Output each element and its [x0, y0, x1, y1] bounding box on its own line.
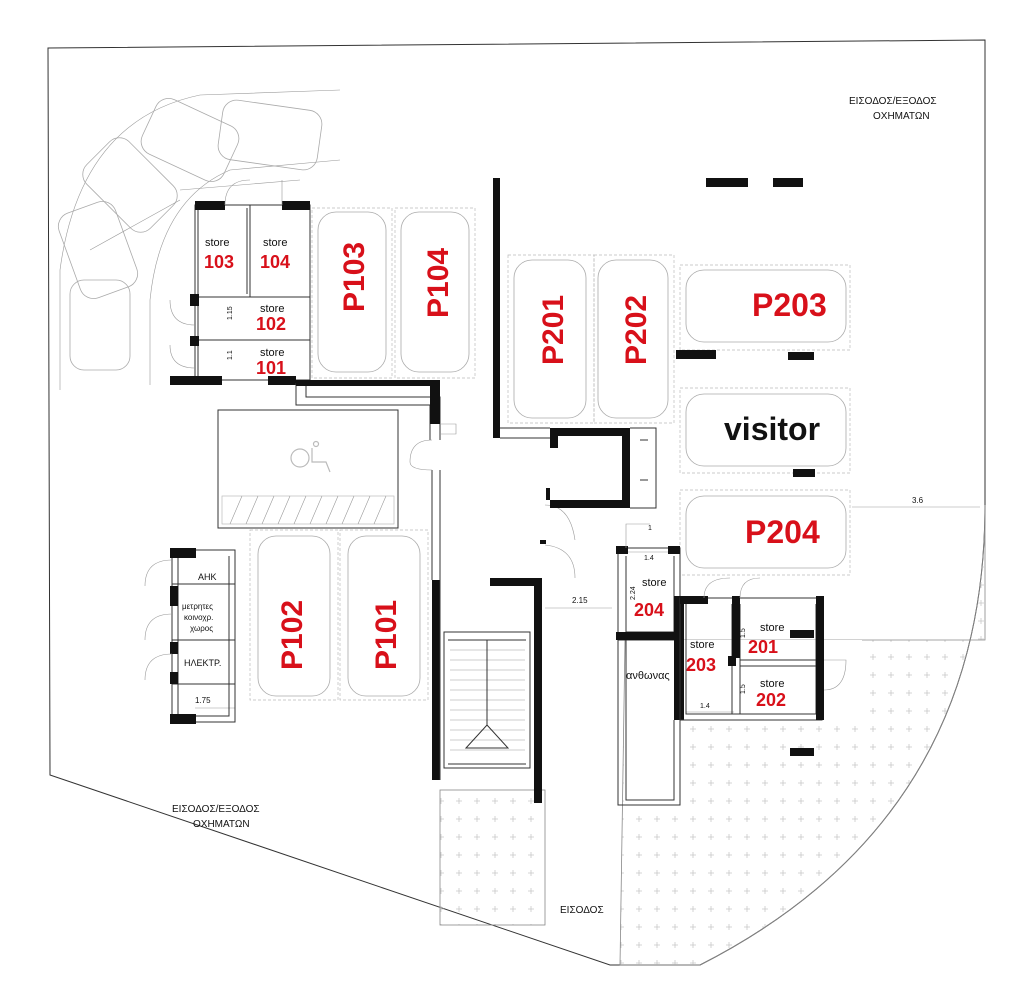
room-ahk: ΑΗΚ	[198, 572, 217, 582]
wall-dash-5	[793, 469, 815, 477]
vehicle-entrance-bottom-2: ΟΧΗΜΑΤΩΝ	[193, 819, 250, 830]
central-core	[409, 178, 576, 803]
bay-p203	[679, 264, 851, 351]
store-103-num: 103	[204, 252, 234, 272]
store-block-top	[169, 179, 311, 385]
parking-p102: P102	[276, 600, 309, 670]
car-p202	[597, 259, 669, 419]
parking-p103: P103	[338, 242, 371, 312]
store-202-word: store	[760, 678, 784, 690]
wall-dash-6	[790, 630, 814, 638]
room-garden: ανθωνας	[626, 670, 670, 682]
room-meters-3: χωρος	[190, 624, 213, 633]
dim-1: 1	[648, 525, 652, 532]
paving-stair	[439, 789, 546, 926]
dim-1-5-b: 1.5	[740, 684, 747, 694]
paving-cover-2	[682, 640, 862, 720]
parking-visitor: visitor	[724, 411, 820, 447]
bay-p202	[593, 254, 675, 424]
paving-right	[619, 504, 986, 966]
parking-p203: P203	[752, 287, 827, 323]
store-201-num: 201	[748, 637, 778, 657]
corridor-wall	[295, 383, 441, 440]
bay-p102	[249, 529, 339, 701]
store-block-right	[616, 523, 847, 806]
accessible-hatch	[229, 495, 387, 525]
car-p102	[257, 535, 331, 697]
car-p104	[400, 211, 470, 373]
wall-dash-4	[788, 352, 814, 360]
dim-1-4-b: 1.4	[700, 703, 710, 710]
car-p203	[685, 269, 847, 343]
store-102-num: 102	[256, 314, 286, 334]
store-104-num: 104	[260, 252, 290, 272]
bay-p204	[679, 489, 851, 576]
parking-p104: P104	[422, 248, 455, 318]
dim-1-1: 1.1	[227, 350, 234, 360]
store-104-word: store	[263, 237, 287, 249]
bay-p101	[339, 529, 429, 701]
dim-1-4-a: 1.4	[644, 555, 654, 562]
store-103-word: store	[205, 237, 229, 249]
dim-3-6: 3.6	[912, 496, 924, 505]
store-102-word: store	[260, 303, 284, 315]
parking-p204: P204	[745, 514, 820, 550]
car-p101	[347, 535, 421, 697]
dim-1-5-a: 1.5	[740, 628, 747, 638]
store-201-word: store	[760, 622, 784, 634]
car-p201	[513, 259, 587, 419]
room-meters-2: κοινοχρ.	[184, 613, 213, 622]
room-meters-1: μετρητες	[182, 602, 213, 611]
car-visitor	[685, 393, 847, 467]
paving-cover	[626, 640, 682, 810]
vehicle-entrance-top-1: ΕΙΣΟΔΟΣ/ΕΞΟΔΟΣ	[849, 96, 937, 107]
wall-dash-1	[706, 178, 748, 187]
vehicle-entrance-bottom-1: ΕΙΣΟΔΟΣ/ΕΞΟΔΟΣ	[172, 804, 260, 815]
accessible-bay	[217, 409, 399, 529]
dim-1-15: 1.15	[227, 306, 234, 320]
store-204-word: store	[642, 577, 666, 589]
wheelchair-icon	[290, 440, 331, 473]
wall-dash-2	[773, 178, 803, 187]
dim-2-15: 2.15	[572, 596, 588, 605]
store-203-word: store	[690, 639, 714, 651]
store-101-word: store	[260, 347, 284, 359]
bay-p103	[311, 207, 393, 379]
store-202-num: 202	[756, 690, 786, 710]
bay-p104	[394, 207, 476, 379]
car-p103	[317, 211, 387, 373]
parking-p101: P101	[370, 600, 403, 670]
bay-visitor	[679, 387, 851, 474]
meter-rooms	[144, 548, 236, 724]
store-101-num: 101	[256, 358, 286, 378]
pedestrian-entrance: ΕΙΣΟΔΟΣ	[560, 905, 604, 916]
vehicle-entrance-top-2: ΟΧΗΜΑΤΩΝ	[873, 111, 930, 122]
dim-1-75: 1.75	[195, 696, 211, 705]
store-204-num: 204	[634, 600, 664, 620]
wall-dash-7	[790, 748, 814, 756]
wall-dash-3	[676, 350, 716, 359]
room-electric: ΗΛΕΚΤΡ.	[184, 658, 221, 668]
corridor-wall-post	[430, 380, 440, 424]
accessible-stripes	[221, 495, 395, 525]
store-203-num: 203	[686, 655, 716, 675]
lift-shaft	[500, 427, 657, 509]
corridor-wall-solid	[296, 380, 440, 386]
parking-p201: P201	[537, 295, 570, 365]
dimension-lines	[195, 506, 980, 713]
dim-2-24: 2.24	[630, 586, 637, 600]
car-p204	[685, 495, 847, 569]
curved-driveway	[57, 89, 341, 390]
parking-p202: P202	[620, 295, 653, 365]
